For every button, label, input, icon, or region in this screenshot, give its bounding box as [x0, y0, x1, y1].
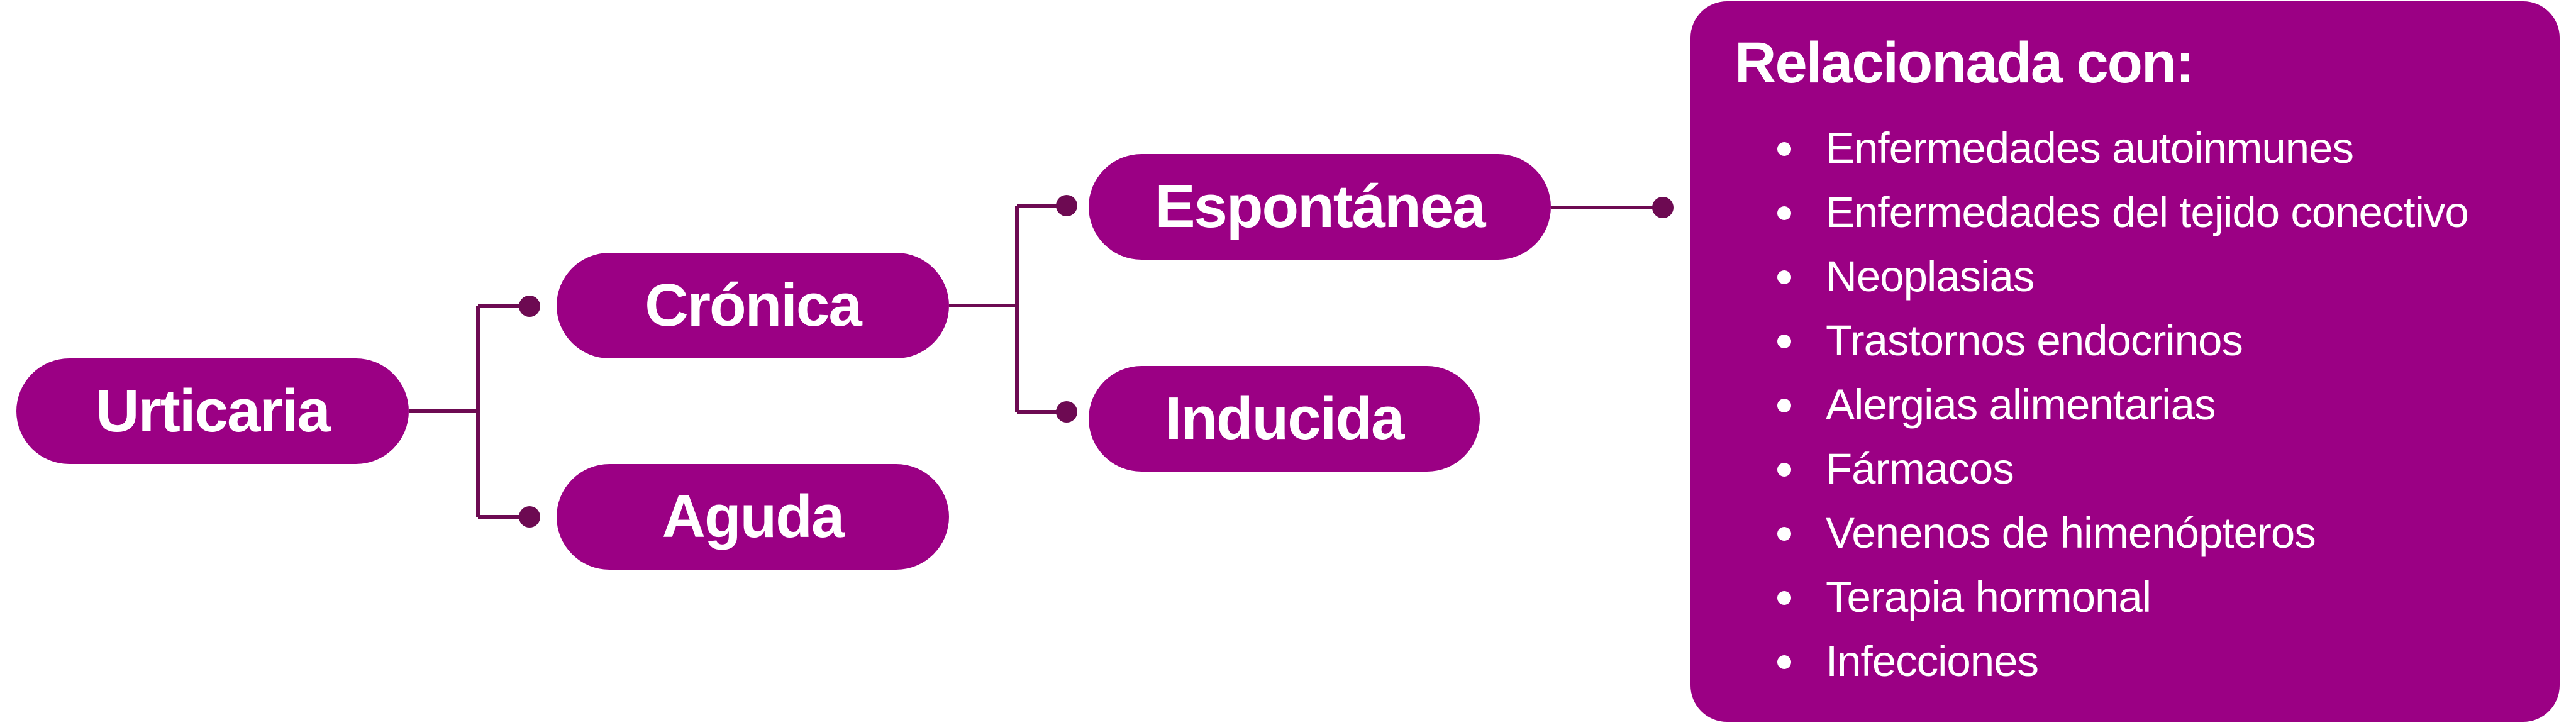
bullet-icon: [1777, 463, 1791, 477]
connector-urticaria-branches: [409, 304, 530, 519]
connector-dot-related: [1652, 197, 1674, 218]
node-urticaria-label: Urticaria: [96, 377, 331, 445]
node-aguda: Aguda: [557, 464, 949, 570]
node-inducida-label: Inducida: [1165, 385, 1405, 452]
related-item: Terapia hormonal: [1735, 565, 2560, 629]
node-espontanea: Espontánea: [1089, 154, 1551, 260]
bullet-icon: [1777, 527, 1791, 541]
node-urticaria: Urticaria: [16, 358, 409, 464]
node-cronica-label: Crónica: [645, 272, 862, 339]
related-item-label: Enfermedades del tejido conectivo: [1826, 188, 2469, 237]
related-item-label: Infecciones: [1826, 637, 2039, 686]
connector-dot-aguda: [519, 506, 540, 528]
related-item-label: Trastornos endocrinos: [1826, 316, 2243, 365]
bullet-icon: [1777, 591, 1791, 606]
related-item: Infecciones: [1735, 629, 2560, 694]
related-item: Fármacos: [1735, 437, 2560, 501]
related-item-label: Enfermedades autoinmunes: [1826, 124, 2354, 173]
related-item-label: Terapia hormonal: [1826, 573, 2151, 622]
related-item-label: Neoplasias: [1826, 252, 2035, 301]
bullet-icon: [1777, 270, 1791, 285]
related-box: Relacionada con: Enfermedades autoinmune…: [1690, 1, 2560, 722]
bullet-icon: [1777, 655, 1791, 670]
connector-dot-cronica: [519, 296, 540, 317]
related-item: Trastornos endocrinos: [1735, 309, 2560, 373]
related-item: Neoplasias: [1735, 245, 2560, 309]
related-list: Enfermedades autoinmunes Enfermedades de…: [1735, 116, 2560, 694]
connector-dot-espontanea: [1056, 195, 1077, 216]
bullet-icon: [1777, 142, 1791, 157]
bullet-icon: [1777, 335, 1791, 349]
connector-dot-inducida: [1056, 401, 1077, 423]
related-item-label: Alergias alimentarias: [1826, 380, 2216, 429]
bullet-icon: [1777, 206, 1791, 221]
related-item: Enfermedades autoinmunes: [1735, 116, 2560, 180]
related-item-label: Fármacos: [1826, 445, 2014, 494]
node-espontanea-label: Espontánea: [1155, 173, 1485, 240]
node-cronica: Crónica: [557, 253, 949, 358]
connector-cronica-branches: [949, 204, 1067, 414]
related-item: Alergias alimentarias: [1735, 373, 2560, 437]
node-aguda-label: Aguda: [662, 483, 845, 550]
related-title: Relacionada con:: [1735, 31, 2195, 95]
related-item: Venenos de himenópteros: [1735, 501, 2560, 565]
bullet-icon: [1777, 399, 1791, 413]
related-item-label: Venenos de himenópteros: [1826, 509, 2316, 558]
node-inducida: Inducida: [1089, 366, 1480, 472]
related-item: Enfermedades del tejido conectivo: [1735, 180, 2560, 245]
